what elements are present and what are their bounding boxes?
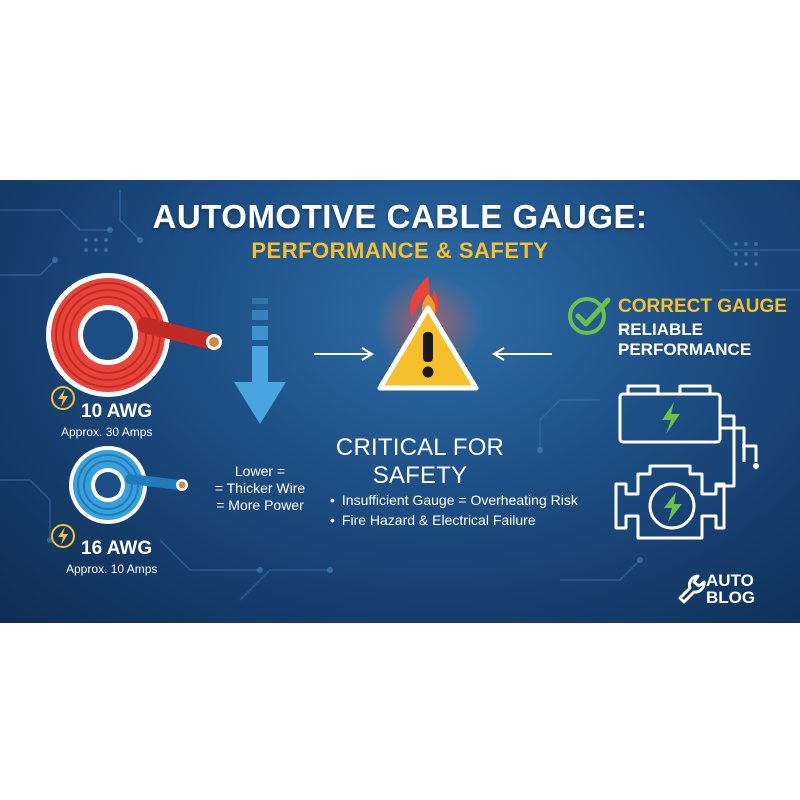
autoblog-logo: AUTO BLOG — [706, 572, 755, 606]
gauge-16-label: 16 AWG — [81, 538, 153, 559]
circuit-pattern — [0, 190, 800, 601]
gauge-info: Lower = = Thicker Wire = More Power — [195, 463, 325, 514]
check-circle-icon — [568, 297, 611, 335]
infographic-banner: AUTOMOTIVE CABLE GAUGE: PERFORMANCE & SA… — [0, 180, 800, 623]
logo-line: BLOG — [706, 588, 756, 607]
lightning-icon — [51, 524, 75, 548]
battery-engine-icon — [614, 384, 759, 540]
left-arrow-icon — [492, 347, 552, 361]
blue-wire-coil-icon — [69, 446, 188, 524]
list-item: Insufficient Gauge = Overheating Risk — [330, 490, 590, 510]
list-item: Fire Hazard & Electrical Failure — [330, 510, 590, 530]
critical-bullets: Insufficient Gauge = Overheating Risk Fi… — [330, 490, 590, 530]
gauge-10-label: 10 AWG — [81, 401, 153, 422]
lightning-icon — [51, 386, 75, 410]
gauge-16-amps: Approx. 10 Amps — [66, 562, 158, 576]
reliable-performance-label: RELIABLE PERFORMANCE — [618, 320, 752, 359]
logo-line: AUTO — [706, 571, 754, 590]
gauge-10-amps: Approx. 30 Amps — [61, 425, 153, 439]
page-title: AUTOMOTIVE CABLE GAUGE: — [152, 198, 648, 235]
gauge-info-line: = More Power — [216, 497, 304, 513]
correct-gauge-label: CORRECT GAUGE = — [618, 296, 787, 339]
right-arrow-icon — [314, 347, 374, 361]
gauge-info-line: = Thicker Wire — [214, 480, 306, 496]
critical-title: CRITICAL FOR SAFETY — [335, 434, 505, 489]
gauge-info-line: Lower = — [234, 463, 286, 479]
down-arrow-icon — [234, 298, 286, 424]
red-wire-coil-icon — [46, 273, 222, 397]
wrench-icon — [678, 574, 706, 604]
warning-fire-icon — [374, 270, 482, 391]
page-subtitle: PERFORMANCE & SAFETY — [251, 238, 549, 263]
